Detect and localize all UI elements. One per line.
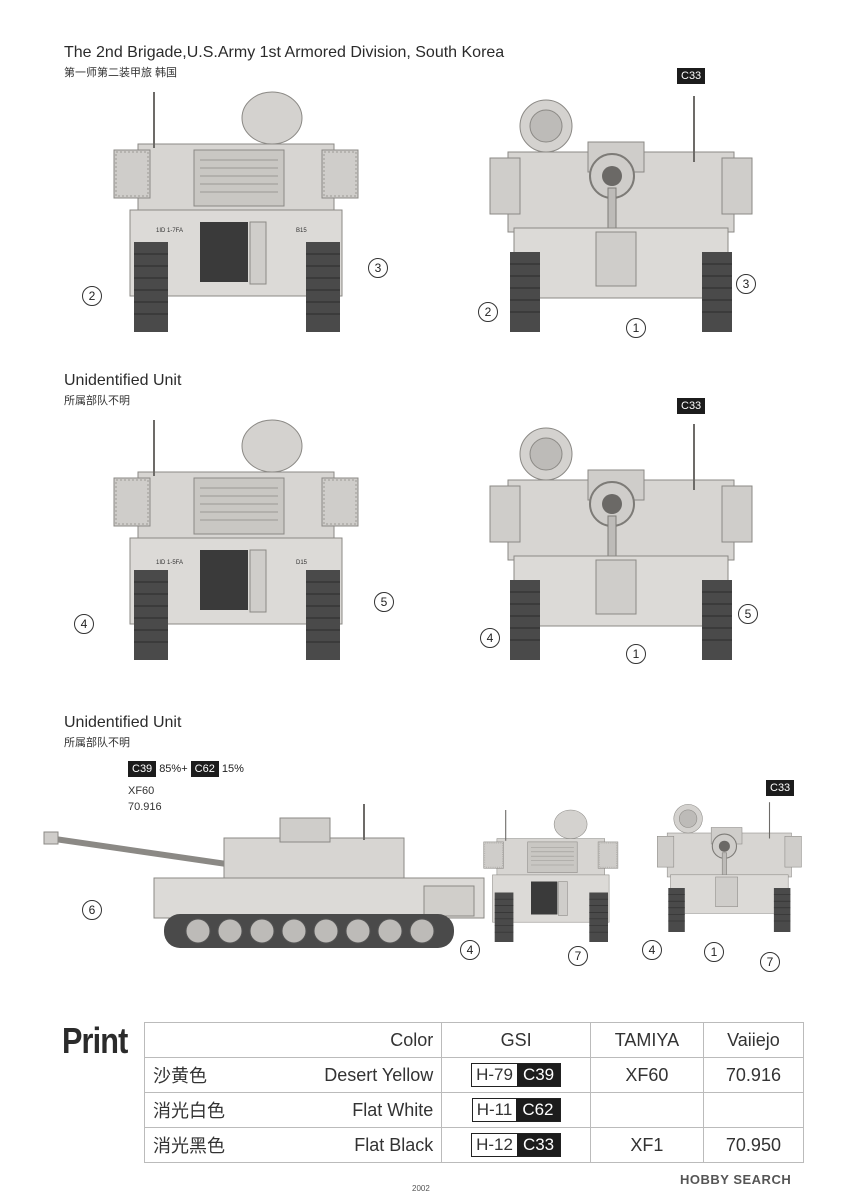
callout-2: 2 <box>82 286 102 306</box>
mix-pct-a: 85%+ <box>159 763 188 775</box>
section-1-title: The 2nd Brigade,U.S.Army 1st Armored Div… <box>64 44 505 61</box>
mix-pct-b: 15% <box>221 763 244 775</box>
paint-mix-label: C39 85%+ C62 15% <box>128 761 244 777</box>
vehicle-front-view-1 <box>489 95 753 333</box>
color-tag-c33: C33 <box>766 780 795 796</box>
section-1-subtitle: 第一师第二装甲旅 韩国 <box>64 67 178 79</box>
paint-table: Color GSI TAMIYA Vaiiejo 沙黄色 Desert Yell… <box>143 1022 805 1163</box>
vehicle-front-view-small <box>656 801 802 933</box>
vehicle-side-view <box>43 804 485 948</box>
color-tag-c33: C33 <box>677 68 706 84</box>
marking-rear-1b: B15 <box>296 228 307 234</box>
vallejo-cell <box>702 1092 805 1128</box>
col-vallejo: Vaiiejo <box>702 1022 805 1058</box>
mix-code-a: C39 <box>128 761 157 777</box>
tamiya-cell <box>589 1092 704 1128</box>
vehicle-rear-view-small <box>483 809 619 943</box>
color-name-en: Desert Yellow <box>267 1057 443 1093</box>
watermark-logo: HOBBY SEARCH <box>680 1172 792 1187</box>
print-heading: Print <box>62 1020 128 1061</box>
marking-rear-1: 1ID 1-7FA <box>156 228 183 234</box>
color-name-cn: 沙黄色 <box>144 1057 268 1093</box>
col-color: Color <box>143 1022 443 1058</box>
page-code: 2002 <box>412 1184 430 1193</box>
callout-6: 6 <box>82 900 102 920</box>
gsi-h-code: H-12 <box>472 1134 517 1156</box>
callout-5: 5 <box>374 592 394 612</box>
marking-rear-2: 1ID 1-5FA <box>156 560 183 566</box>
color-name-cn: 消光白色 <box>144 1092 268 1128</box>
col-gsi: GSI <box>441 1022 591 1058</box>
callout-4: 4 <box>460 940 480 960</box>
vehicle-rear-view-2: 1ID 1-5FA D15 <box>113 419 359 661</box>
callout-4: 4 <box>74 614 94 634</box>
vehicle-rear-view-1: 1ID 1-7FA B15 <box>113 91 359 333</box>
callout-2: 2 <box>478 302 498 322</box>
gsi-c-code: C62 <box>516 1099 560 1121</box>
callout-1: 1 <box>704 942 724 962</box>
gsi-c-code: C39 <box>516 1064 561 1086</box>
section-2-title: Unidentified Unit <box>64 372 182 389</box>
color-name-en: Flat White <box>267 1092 443 1128</box>
mix-code-b: C62 <box>190 761 219 777</box>
callout-5: 5 <box>738 604 758 624</box>
tamiya-cell: XF1 <box>589 1127 704 1163</box>
vehicle-front-view-2 <box>489 423 753 661</box>
vallejo-cell: 70.950 <box>702 1127 805 1163</box>
tamiya-cell: XF60 <box>589 1057 704 1093</box>
callout-3: 3 <box>736 274 756 294</box>
callout-3: 3 <box>368 258 388 278</box>
gsi-c-code: C33 <box>516 1134 561 1156</box>
section-2-subtitle: 所属部队不明 <box>64 395 130 407</box>
callout-1: 1 <box>626 318 646 338</box>
section-3-title: Unidentified Unit <box>64 714 182 731</box>
section-3-subtitle: 所属部队不明 <box>64 737 130 749</box>
color-tag-c33: C33 <box>677 398 706 414</box>
callout-4: 4 <box>480 628 500 648</box>
marking-rear-2b: D15 <box>296 560 308 566</box>
mix-tamiya: XF60 <box>128 785 155 797</box>
color-name-cn: 消光黑色 <box>144 1127 268 1163</box>
callout-4: 4 <box>642 940 662 960</box>
callout-7: 7 <box>760 952 780 972</box>
gsi-h-code: H-79 <box>472 1064 517 1086</box>
callout-7: 7 <box>568 946 588 966</box>
gsi-h-code: H-11 <box>472 1099 517 1121</box>
callout-1: 1 <box>626 644 646 664</box>
vallejo-cell: 70.916 <box>702 1057 805 1093</box>
mix-vallejo: 70.916 <box>128 801 162 813</box>
col-tamiya: TAMIYA <box>589 1022 704 1058</box>
color-name-en: Flat Black <box>267 1127 443 1163</box>
